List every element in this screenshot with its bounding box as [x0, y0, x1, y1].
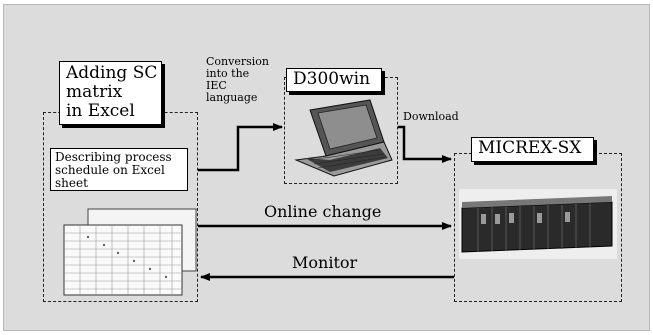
online-change-label: Online change [264, 202, 382, 221]
conversion-line4: language [206, 91, 258, 104]
excel-title-line3: in Excel [66, 101, 135, 121]
micrex-title: MICREX-SX [478, 138, 582, 158]
d300win-title-box: D300win [286, 68, 382, 92]
describe-line3: sheet [55, 176, 88, 190]
conversion-line2: into the [206, 67, 250, 80]
conversion-line1: Conversion [206, 55, 269, 68]
describe-line2: schedule on Excel [55, 163, 165, 177]
download-label: Download [403, 110, 459, 123]
excel-title-line2: matrix [66, 82, 123, 102]
describe-process-box: Describing process schedule on Excel she… [50, 148, 188, 191]
describe-line1: Describing process [55, 150, 172, 164]
monitor-label: Monitor [292, 253, 358, 272]
excel-title-line1: Adding SC [66, 63, 158, 83]
conversion-line3: IEC [206, 79, 227, 92]
d300win-title: D300win [293, 69, 371, 89]
conversion-label: Conversion into the IEC language [206, 56, 269, 104]
download-arrow [398, 125, 452, 163]
excel-title-box: Adding SC matrix in Excel [59, 61, 162, 125]
conversion-arrow [198, 123, 283, 172]
micrex-title-box: MICREX-SX [471, 137, 594, 162]
